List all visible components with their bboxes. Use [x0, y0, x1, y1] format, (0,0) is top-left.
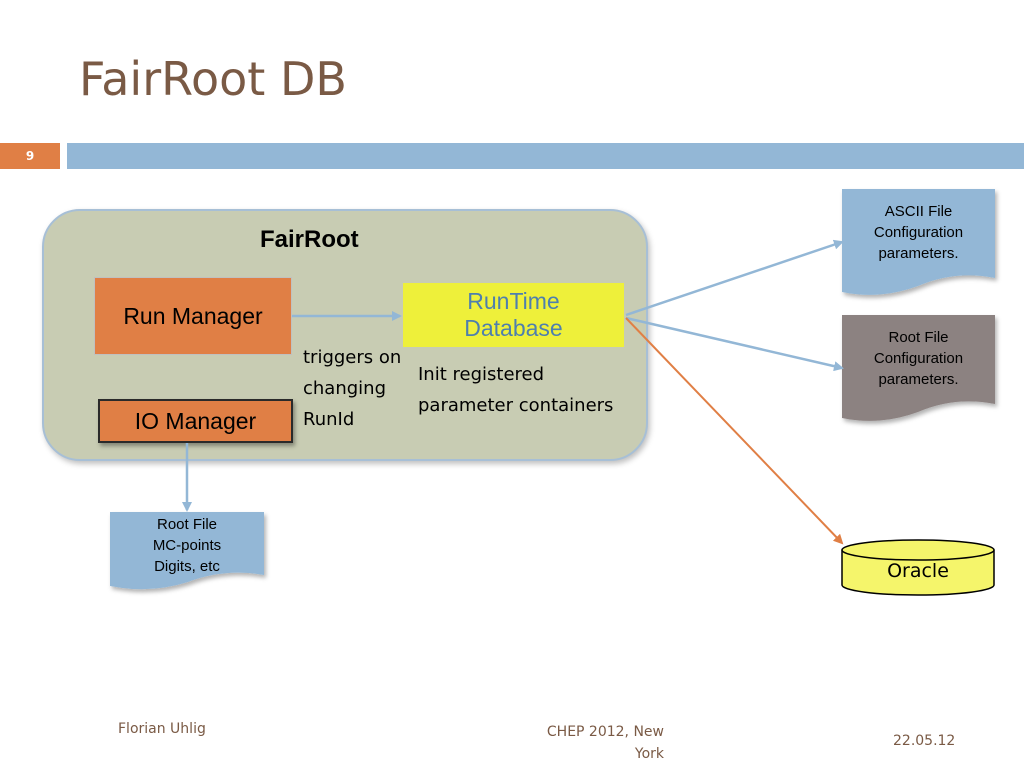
oracle-label: Oracle — [887, 560, 949, 582]
triggers-note-line: changing — [303, 378, 387, 399]
slide-number-box — [0, 143, 60, 169]
fairroot-label: FairRoot — [260, 226, 359, 253]
oracle-cylinder — [841, 539, 995, 596]
runtime-database-box: RunTime Database — [403, 283, 624, 347]
root-config-doc: Root File Configuration parameters. — [842, 315, 995, 390]
footer-conference: CHEP 2012, New York — [500, 721, 664, 765]
footer-date: 22.05.12 — [893, 733, 956, 749]
root-output-doc: Root File MC-points Digits, etc — [110, 512, 264, 577]
init-note: Init registered parameter containers — [418, 359, 613, 421]
root-config-doc-shape — [842, 315, 995, 421]
slide-title: FairRoot DB — [79, 52, 347, 106]
root-output-doc-line: MC-points — [152, 537, 222, 554]
runtime-to-oracle-arrow — [625, 317, 844, 545]
footer-conference-line: CHEP 2012, New — [546, 724, 664, 740]
io-manager-label: IO Manager — [134, 407, 257, 434]
slide-number: 9 — [25, 149, 35, 163]
init-note-line: parameter containers — [418, 395, 614, 416]
runtime-db-line1: RunTime — [467, 288, 560, 314]
run-manager-box: Run Manager — [94, 277, 292, 355]
runtime-to-root-config-arrow — [625, 316, 844, 372]
ascii-doc-shape — [842, 189, 995, 295]
ascii-doc-line: ASCII File — [884, 203, 953, 220]
runtime-db-line2: Database — [464, 315, 563, 341]
root-config-doc-line: Configuration — [873, 350, 964, 367]
ascii-doc: ASCII File Configuration parameters. — [842, 189, 995, 264]
runtime-to-ascii-arrow — [625, 239, 844, 317]
triggers-note: triggers on changing RunId — [303, 342, 401, 435]
run-manager-label: Run Manager — [123, 302, 263, 329]
root-output-doc-line: Digits, etc — [154, 558, 220, 575]
triggers-note-line: RunId — [303, 409, 355, 430]
root-config-doc-line: parameters. — [878, 371, 959, 388]
footer-author: Florian Uhlig — [118, 721, 206, 737]
root-output-doc-line: Root File — [156, 516, 218, 533]
root-output-doc-shape — [110, 512, 264, 590]
header-bar — [67, 143, 1024, 169]
root-config-doc-line: Root File — [888, 329, 949, 346]
triggers-note-line: triggers on — [303, 347, 402, 368]
ascii-doc-line: Configuration — [873, 224, 964, 241]
io-manager-box: IO Manager — [98, 399, 293, 443]
footer-conference-line: York — [634, 746, 664, 762]
init-note-line: Init registered — [418, 364, 545, 385]
ascii-doc-line: parameters. — [878, 245, 959, 262]
